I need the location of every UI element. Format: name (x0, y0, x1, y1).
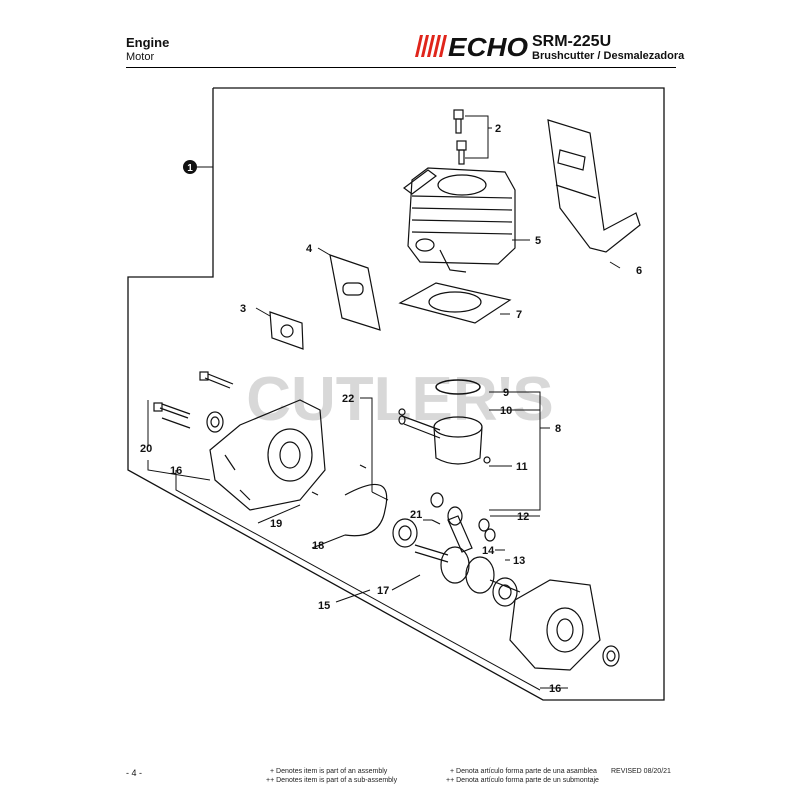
callout-13: 13 (513, 555, 525, 567)
insulator-gasket (329, 254, 381, 331)
callout-12: 12 (517, 511, 529, 523)
callout-3: 3 (240, 303, 246, 315)
callout-20: 20 (140, 443, 152, 455)
piston-ring (435, 379, 481, 395)
callout-5: 5 (535, 235, 541, 247)
cylinder (403, 167, 516, 273)
crankcase-right (509, 579, 601, 671)
oil-seal-left (206, 411, 224, 433)
callout-22: 22 (342, 393, 354, 405)
crankcase-screws (153, 371, 234, 429)
crank-bearings (392, 518, 518, 607)
brand-wordmark: ECHO (448, 33, 528, 59)
callout-4: 4 (306, 243, 313, 255)
model-description: Brushcutter / Desmalezadora (532, 50, 685, 62)
assembly-outline (127, 87, 665, 701)
callout-8: 8 (555, 423, 561, 435)
callout-10: 10 (500, 405, 512, 417)
piston (398, 415, 483, 465)
cylinder-cover (547, 119, 641, 253)
callout-16-left: 16 (170, 465, 182, 477)
dowel-pins (311, 464, 367, 496)
leader-lines (147, 115, 621, 691)
header-rule (126, 67, 676, 68)
callout-21: 21 (410, 509, 422, 521)
callout-1: 1 (187, 163, 193, 174)
footnote-subassembly-en: ++ Denotes item is part of a sub-assembl… (266, 777, 398, 784)
callout-16-right: 16 (549, 683, 561, 695)
callouts: 1 2 3 4 5 6 7 8 9 10 11 12 13 14 15 16 1… (140, 123, 642, 695)
cylinder-bolts (453, 109, 467, 165)
cylinder-gasket (398, 282, 512, 324)
callout-18: 18 (312, 540, 324, 552)
section-subtitle: Motor (126, 51, 155, 63)
footnote-assembly-es: + Denota artículo forma parte de una asa… (450, 768, 597, 775)
echo-logo: ECHO (415, 33, 528, 59)
gasket-small (269, 311, 304, 350)
callout-9: 9 (503, 387, 509, 399)
callout-2: 2 (495, 123, 501, 135)
callout-14: 14 (482, 545, 495, 557)
footnote-subassembly-es: ++ Denota artículo forma parte de un sub… (446, 777, 599, 784)
assembly-marker (183, 160, 197, 174)
piston-pin-clips (398, 408, 491, 464)
page-number: - 4 - (126, 768, 143, 778)
crankcase-left (209, 399, 326, 511)
callout-11: 11 (516, 461, 528, 473)
crankshaft (414, 506, 521, 594)
revision-date: REVISED 08/20/21 (611, 768, 671, 775)
model-number: SRM-225U (532, 33, 612, 50)
crankcase-gasket (344, 484, 388, 537)
oil-seal-right (602, 645, 620, 667)
callout-17: 17 (377, 585, 389, 597)
callout-19: 19 (270, 518, 282, 530)
small-bearings (430, 492, 496, 542)
callout-6: 6 (636, 265, 642, 277)
footnote-assembly-en: + Denotes item is part of an assembly (270, 768, 388, 775)
section-title: Engine (126, 35, 170, 50)
callout-7: 7 (516, 309, 522, 321)
callout-15: 15 (318, 600, 330, 612)
